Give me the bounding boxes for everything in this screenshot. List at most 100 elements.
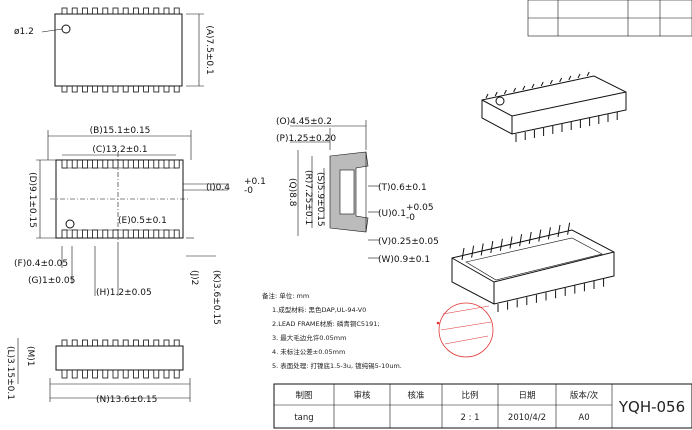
dim-L: (L)3.15±0.1 bbox=[5, 346, 15, 400]
pin bbox=[519, 234, 523, 247]
dim-N: (N)13.6±0.15 bbox=[96, 395, 157, 405]
pin bbox=[557, 224, 561, 238]
pin bbox=[132, 7, 139, 15]
pin bbox=[173, 7, 180, 15]
pin bbox=[143, 7, 150, 15]
pin bbox=[61, 7, 68, 15]
section-view: (O)4.45±0.2 (P)1.25±0.20 (Q)8.8 (R)7.25±… bbox=[276, 117, 439, 265]
dim-W: (W)0.9±0.1 bbox=[378, 255, 430, 265]
pin bbox=[577, 73, 581, 79]
pin bbox=[153, 85, 160, 93]
pin bbox=[522, 85, 526, 91]
side-view: (N)13.6±0.15 (L)3.15±0.1 (M)1 bbox=[5, 338, 191, 405]
isometric-bottom-pins bbox=[461, 222, 605, 312]
dim-R: (R)7.25±0.1 bbox=[303, 170, 313, 225]
pin bbox=[71, 159, 78, 169]
tb-header-drafter: 制图 bbox=[295, 390, 312, 401]
notes-block: 备注: 单位: mm 1.成型材料: 黑色DAP,UL-94-V0 2.LEAD… bbox=[262, 291, 402, 370]
pin bbox=[586, 71, 590, 77]
pin bbox=[71, 369, 78, 379]
dim-V: (V)0.25±0.05 bbox=[378, 237, 439, 247]
pin bbox=[122, 85, 129, 93]
pin bbox=[92, 85, 98, 93]
pin bbox=[112, 7, 119, 15]
pin bbox=[82, 229, 88, 239]
pin bbox=[61, 229, 68, 239]
pin bbox=[461, 247, 465, 261]
pin bbox=[503, 89, 507, 95]
pin bbox=[71, 85, 78, 93]
pin bbox=[143, 159, 150, 169]
pin bbox=[112, 85, 119, 93]
top-view-pins-top bbox=[61, 7, 180, 15]
pin bbox=[102, 7, 109, 15]
tb-header-approver: 核准 bbox=[407, 390, 425, 401]
top-view-pins-bottom bbox=[61, 85, 180, 93]
pin bbox=[480, 243, 484, 256]
pin bbox=[82, 369, 88, 379]
pin bbox=[494, 91, 498, 97]
note-line-3: 3. 最大毛边允许0.05mm bbox=[272, 333, 346, 342]
pin bbox=[143, 229, 150, 239]
pin bbox=[132, 339, 139, 347]
pin bbox=[102, 85, 109, 93]
pin bbox=[132, 159, 139, 169]
pin bbox=[490, 241, 494, 254]
pin bbox=[163, 7, 170, 15]
dim-E: (E)0.5±0.1 bbox=[118, 216, 167, 226]
pin bbox=[163, 369, 170, 379]
pin bbox=[92, 7, 98, 15]
pin bbox=[82, 159, 88, 169]
pin bbox=[122, 159, 129, 169]
pin bbox=[102, 229, 109, 239]
pin bbox=[132, 229, 139, 239]
pin bbox=[531, 83, 535, 89]
pin bbox=[173, 85, 180, 93]
tb-value-date: 2010/4/2 bbox=[508, 413, 546, 423]
pin bbox=[163, 159, 170, 169]
tb-value-drafter: tang bbox=[294, 413, 313, 423]
pin bbox=[143, 85, 150, 93]
pin bbox=[547, 227, 551, 240]
pin bbox=[122, 229, 129, 239]
top-view-outline bbox=[54, 13, 183, 87]
dim-hole: ø1.2 bbox=[14, 27, 34, 37]
pin bbox=[61, 159, 68, 169]
dim-C: (C)13.2±0.1 bbox=[92, 145, 147, 155]
pin bbox=[112, 229, 119, 239]
pin bbox=[499, 238, 503, 251]
pin bbox=[143, 339, 150, 347]
bottom-view: (B)15.1±0.15 (C)13.2±0.1 (D)9.1±0.15 (E)… bbox=[14, 126, 266, 325]
pin bbox=[173, 339, 180, 347]
note-line-2: 2.LEAD FRAME材质: 磷青铜C5191; bbox=[272, 319, 380, 328]
note-line-1: 1.成型材料: 黑色DAP,UL-94-V0 bbox=[272, 305, 366, 314]
pin bbox=[567, 222, 571, 235]
dim-H: (H)1.2±0.05 bbox=[96, 288, 152, 298]
pin bbox=[538, 229, 542, 242]
pin bbox=[153, 159, 160, 169]
dim-D: (D)9.1±0.15 bbox=[27, 172, 37, 228]
pin bbox=[173, 229, 180, 239]
isometric-bottom bbox=[451, 222, 615, 312]
notes-title: 备注: 单位: mm bbox=[262, 291, 309, 300]
dim-I-tol-plus: +0.1 bbox=[244, 177, 266, 187]
pin bbox=[485, 93, 489, 99]
pin bbox=[92, 159, 98, 169]
tb-header-scale: 比例 bbox=[461, 390, 478, 401]
dim-G: (G)1±0.05 bbox=[28, 276, 75, 286]
pin bbox=[568, 75, 572, 81]
pin bbox=[173, 369, 180, 379]
pin bbox=[61, 339, 68, 347]
title-block: 制图 审核 核准 比例 日期 版本/次 tang 2 : 1 2010/4/2 … bbox=[273, 383, 692, 429]
pin bbox=[82, 339, 88, 347]
pin bbox=[163, 85, 170, 93]
dim-S: (S)5.9±0.15 bbox=[315, 172, 325, 227]
dim-T: (T)0.6±0.1 bbox=[378, 183, 427, 193]
dim-J: (J)2 bbox=[189, 270, 199, 285]
pin bbox=[112, 339, 119, 347]
pin bbox=[132, 85, 139, 93]
dim-F: (F)0.4±0.05 bbox=[14, 259, 68, 269]
dim-P: (P)1.25±0.20 bbox=[276, 134, 336, 144]
dim-U-tol-plus: +0.05 bbox=[406, 203, 434, 213]
pin bbox=[102, 369, 109, 379]
